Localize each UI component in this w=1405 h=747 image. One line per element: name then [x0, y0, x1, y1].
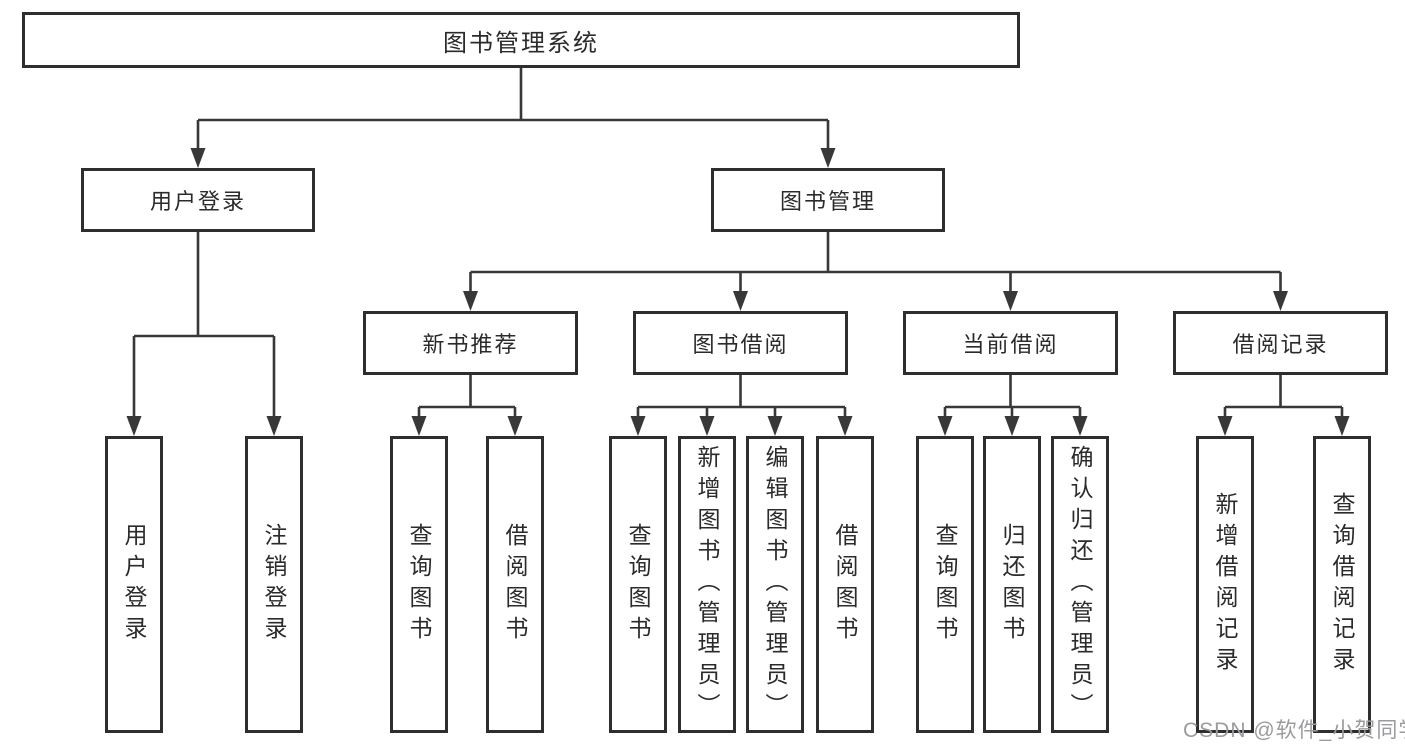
arrow-down-icon	[1004, 416, 1020, 436]
leaf-return-books-label: 归还图书	[999, 522, 1025, 647]
arrow-down-icon	[126, 416, 142, 436]
leaf-logout: 注销登录	[245, 436, 303, 733]
arrow-down-icon	[837, 416, 853, 436]
node-user-login-label: 用户登录	[149, 189, 246, 214]
leaf-borrow-books-label: 借阅图书	[832, 522, 858, 647]
arrow-down-icon	[820, 148, 836, 168]
leaf-query-borrow-record-label: 查询借阅记录	[1329, 491, 1355, 678]
leaf-query-books-current: 查询图书	[916, 436, 974, 733]
arrow-down-icon	[733, 291, 748, 311]
arrow-down-icon	[463, 291, 478, 311]
leaf-query-books-borrow: 查询图书	[609, 436, 667, 733]
leaf-query-borrow-record: 查询借阅记录	[1313, 436, 1371, 733]
leaf-query-books-recommend-label: 查询图书	[406, 522, 432, 647]
arrow-down-icon	[507, 416, 523, 436]
node-library-system: 图书管理系统	[22, 12, 1020, 68]
node-current-borrowing: 当前借阅	[903, 311, 1118, 375]
arrow-down-icon	[411, 416, 427, 436]
arrow-down-icon	[1334, 416, 1350, 436]
edge-root-to-level2	[196, 66, 830, 150]
csdn-watermark: CSDN @软件_小贺同学	[1183, 719, 1405, 742]
node-book-borrowing: 图书借阅	[633, 311, 848, 375]
leaf-query-books-borrow-label: 查询图书	[625, 522, 651, 647]
arrow-down-icon	[266, 416, 282, 436]
leaf-add-book-admin-label: 新增图书（管理员）	[694, 445, 720, 724]
node-borrowing-records: 借阅记录	[1173, 311, 1388, 375]
leaf-edit-book-admin-label: 编辑图书（管理员）	[762, 445, 788, 724]
edge-book-borrow-to-leaves	[636, 375, 847, 418]
leaf-borrow-books-recommend: 借阅图书	[486, 436, 544, 733]
leaf-edit-book-admin: 编辑图书（管理员）	[746, 436, 804, 733]
leaf-confirm-return-admin-label: 确认归还（管理员）	[1067, 445, 1093, 724]
edge-user-login-to-leaves	[132, 232, 276, 418]
edge-records-to-leaves	[1223, 375, 1344, 418]
arrow-down-icon	[1003, 291, 1018, 311]
arrow-down-icon	[1273, 291, 1288, 311]
arrow-down-icon	[767, 416, 783, 436]
leaf-user-login: 用户登录	[105, 436, 163, 733]
leaf-query-books-recommend: 查询图书	[390, 436, 448, 733]
arrow-down-icon	[937, 416, 953, 436]
leaf-add-book-admin: 新增图书（管理员）	[678, 436, 736, 733]
arrow-down-icon	[1217, 416, 1233, 436]
node-book-management-label: 图书管理	[779, 189, 876, 214]
edge-current-borrow-to-leaves	[943, 375, 1082, 418]
leaf-add-borrow-record-label: 新增借阅记录	[1212, 491, 1238, 678]
leaf-query-books-current-label: 查询图书	[932, 522, 958, 647]
node-library-system-label: 图书管理系统	[443, 29, 599, 57]
leaf-borrow-books: 借阅图书	[816, 436, 874, 733]
arrow-down-icon	[699, 416, 715, 436]
leaf-borrow-books-recommend-label: 借阅图书	[502, 522, 528, 647]
leaf-confirm-return-admin: 确认归还（管理员）	[1051, 436, 1109, 733]
leaf-return-books: 归还图书	[983, 436, 1041, 733]
arrow-down-icon	[190, 148, 206, 168]
node-new-book-recommend: 新书推荐	[363, 311, 578, 375]
leaf-add-borrow-record: 新增借阅记录	[1196, 436, 1254, 733]
node-book-management: 图书管理	[711, 168, 945, 232]
node-current-borrowing-label: 当前借阅	[962, 332, 1059, 357]
node-borrowing-records-label: 借阅记录	[1232, 332, 1329, 357]
arrow-down-icon	[630, 416, 646, 436]
node-new-book-recommend-label: 新书推荐	[422, 332, 519, 357]
node-user-login: 用户登录	[81, 168, 315, 232]
leaf-logout-label: 注销登录	[261, 522, 287, 647]
edge-new-books-to-leaves	[417, 375, 517, 418]
leaf-user-login-label: 用户登录	[121, 522, 147, 647]
arrow-down-icon	[1072, 416, 1088, 436]
node-book-borrowing-label: 图书借阅	[692, 332, 789, 357]
edge-book-mgmt-to-level3	[469, 232, 1282, 293]
